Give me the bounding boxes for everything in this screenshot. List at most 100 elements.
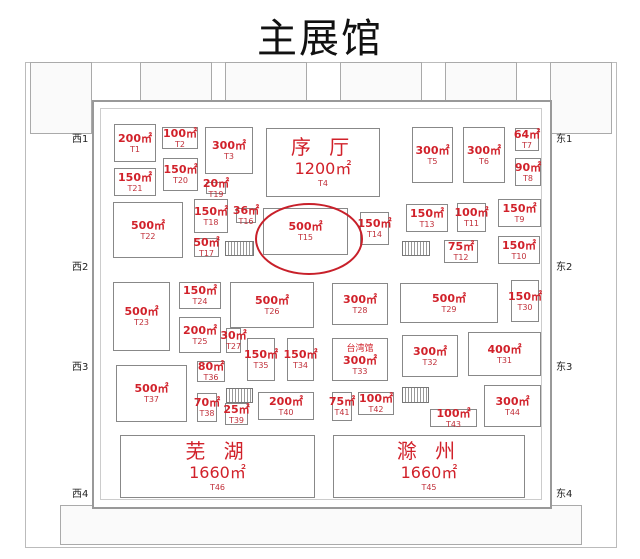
booth-id: T10 (511, 251, 527, 261)
side-label-west-4: 西4 (72, 489, 89, 500)
stairs-icon (402, 241, 430, 256)
booth-area: 100㎡ (359, 392, 393, 405)
booth-name: 序 厅 (290, 135, 356, 159)
booth-area: 300㎡ (343, 292, 377, 306)
booth-area: 100㎡ (454, 206, 489, 219)
side-label-west-3: 西3 (72, 362, 89, 373)
page-title: 主展馆 (257, 16, 383, 62)
booth-area: 300㎡ (343, 353, 377, 367)
booth-id: T3 (224, 152, 234, 161)
booth-area: 20㎡ (202, 176, 230, 190)
booth-area: 300㎡ (415, 143, 450, 157)
south-wing (60, 505, 582, 545)
booth-area: 300㎡ (212, 139, 246, 152)
main-hall-inner (100, 108, 542, 500)
booth-area: 90㎡ (514, 160, 542, 174)
booth-id: T9 (514, 214, 525, 224)
booth-id: T41 (334, 408, 350, 417)
booth-area: 150㎡ (508, 289, 542, 303)
booth-area: 500㎡ (288, 220, 323, 233)
booth-id: T15 (297, 233, 314, 242)
booth-area: 1660㎡ (189, 463, 246, 482)
side-label-west-1: 西1 (72, 134, 89, 145)
booth-area: 200㎡ (183, 323, 217, 337)
booth-id: T29 (441, 304, 457, 314)
booth-area: 150㎡ (357, 217, 392, 230)
booth-id: T37 (143, 395, 160, 404)
booth-area: 36㎡ (232, 204, 260, 217)
side-label-east-1: 东1 (556, 134, 573, 145)
booth-area: 100㎡ (163, 126, 197, 140)
booth-id: T40 (278, 407, 294, 417)
booth-id: T34 (292, 361, 309, 370)
booth-name: 台湾馆 (346, 343, 374, 354)
booth-area: 300㎡ (495, 394, 530, 408)
booth-area: 64㎡ (513, 128, 541, 141)
booth-area: 75㎡ (447, 240, 475, 253)
booth-id: T45 (421, 483, 437, 492)
booth-id: T36 (203, 373, 219, 382)
booth-id: T19 (208, 189, 224, 199)
booth-id: T25 (192, 336, 208, 346)
side-label-east-4: 东4 (556, 489, 573, 500)
booth-id: T35 (253, 361, 269, 370)
booth-id: T22 (140, 231, 156, 241)
booth-area: 300㎡ (467, 143, 501, 157)
booth-id: T13 (419, 219, 435, 229)
booth-area: 400㎡ (487, 342, 522, 356)
booth-id: T17 (198, 249, 215, 258)
booth-area: 100㎡ (436, 406, 471, 420)
northeast-wing (550, 62, 612, 134)
booth-id: T8 (523, 173, 533, 183)
north-wing-2 (225, 62, 307, 104)
booth-id: T5 (427, 156, 438, 166)
